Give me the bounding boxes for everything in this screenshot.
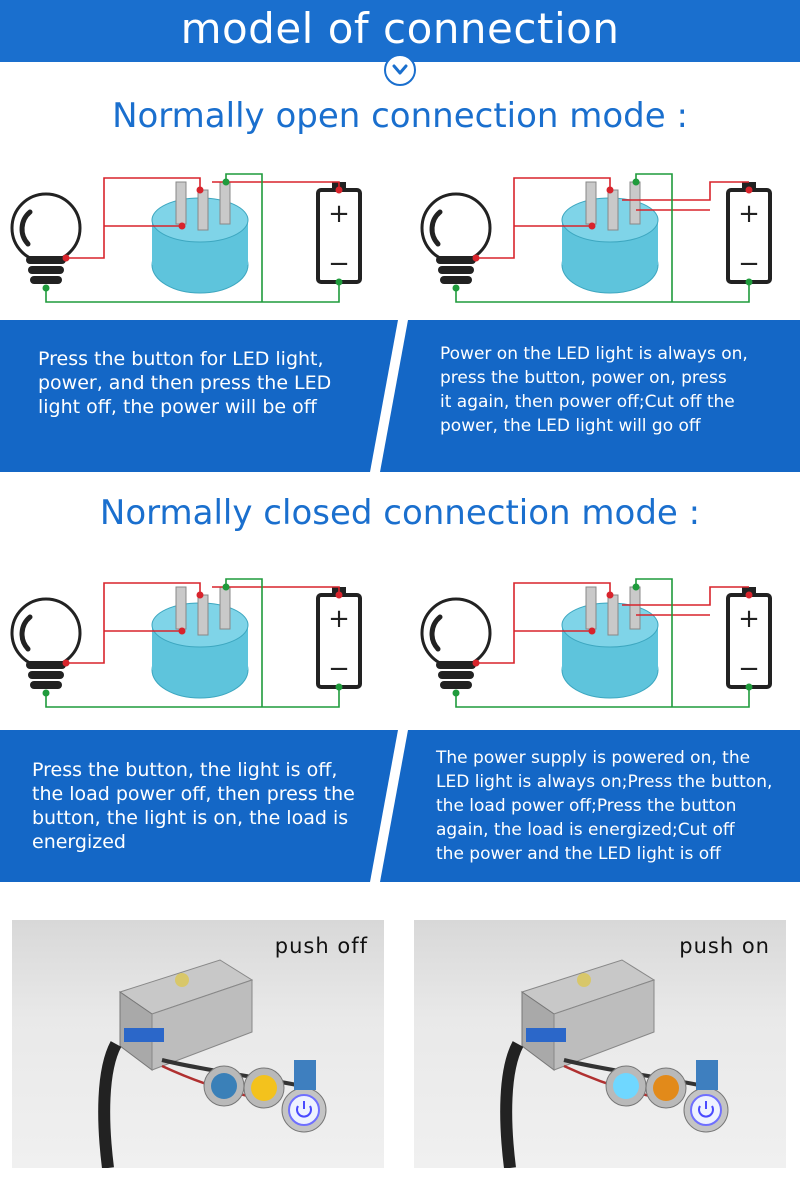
- light-bulb-icon: [420, 597, 492, 689]
- svg-text:+: +: [738, 604, 760, 634]
- svg-text:−: −: [328, 249, 350, 279]
- description-closed-left: Press the button, the light is off, the …: [32, 759, 355, 853]
- svg-text:+: +: [328, 604, 350, 634]
- push-on-label: push on: [679, 934, 770, 958]
- normally-open-title: Normally open connection mode :: [112, 96, 688, 136]
- circuit-wires: [455, 578, 750, 708]
- photo-push-on: push on: [414, 920, 786, 1168]
- push-switch-icon: [561, 181, 659, 294]
- light-bulb-icon: [420, 192, 492, 284]
- diagram-open-left: +−: [0, 160, 400, 324]
- power-supply-unit: [118, 959, 254, 1071]
- chevron-down-icon: [384, 54, 416, 86]
- light-bulb-icon: [10, 597, 82, 689]
- push-off-label: push off: [274, 934, 368, 958]
- battery-icon: +−: [726, 587, 772, 689]
- page-header: model of connection: [0, 0, 800, 62]
- diagram-open-right: +−: [410, 160, 800, 324]
- power-cable: [98, 1041, 122, 1168]
- page-title: model of connection: [180, 4, 620, 53]
- svg-text:−: −: [328, 654, 350, 684]
- power-supply-unit: [520, 959, 656, 1071]
- description-band-closed: Press the button, the light is off, the …: [0, 730, 800, 882]
- description-closed-right: The power supply is powered on, the LED …: [436, 748, 773, 864]
- description-open-left: Press the button for LED light, power, a…: [38, 348, 332, 418]
- diagram-closed-left: +−: [0, 565, 400, 729]
- light-bulb-icon: [10, 192, 82, 284]
- battery-icon: +−: [316, 182, 362, 284]
- push-button-lamps: [203, 1060, 327, 1133]
- power-cable: [500, 1041, 524, 1168]
- normally-closed-title: Normally closed connection mode :: [99, 493, 701, 533]
- push-switch-icon: [151, 181, 249, 294]
- svg-text:+: +: [328, 199, 350, 229]
- svg-text:−: −: [738, 249, 760, 279]
- push-switch-icon: [561, 586, 659, 699]
- push-button-lamps: [605, 1060, 729, 1133]
- svg-text:+: +: [738, 199, 760, 229]
- svg-text:−: −: [738, 654, 760, 684]
- push-switch-icon: [151, 586, 249, 699]
- battery-icon: +−: [726, 182, 772, 284]
- battery-icon: +−: [316, 587, 362, 689]
- photo-push-off: push off: [12, 920, 384, 1168]
- description-open-right: Power on the LED light is always on, pre…: [440, 344, 748, 436]
- description-band-open: Press the button for LED light, power, a…: [0, 320, 800, 472]
- diagram-closed-right: +−: [410, 565, 800, 729]
- circuit-wires: [455, 173, 750, 303]
